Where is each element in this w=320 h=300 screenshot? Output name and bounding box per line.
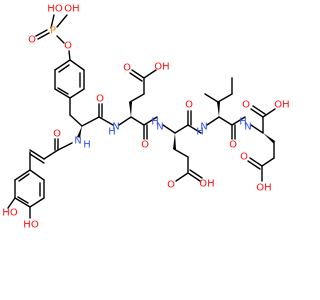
bond-glu1-ca-side-wedge [129,102,132,117]
ile-nh-h-label: H [196,127,204,138]
glu1-nh-h-label: H [108,127,116,138]
caffeoyl-o-label: O [53,129,61,140]
glu3-acid-oh-label: OH [274,100,289,111]
glu2-side-oh-label: OH [199,179,214,190]
glu3-n-label: N [244,122,251,133]
bond-glu1-side-co-a [131,69,145,79]
caffeoyl-ho-label-1: HO [2,208,18,219]
phosphate-ho-label: HO [47,4,63,15]
bond-tyr-c-n [98,116,114,126]
glu2-n-label: N [156,122,163,133]
bond-ring1-inner-2 [57,87,69,95]
glu1-side-o-label: O [123,63,131,74]
bond-ring2-f [14,169,31,181]
bond-glu2-side-co-b [189,169,203,179]
bond-ile-n-ca [206,116,220,126]
bond-glu1-cooh-c [143,69,157,79]
bond-glu2-cooh-c [175,172,189,182]
tyr-n-label: N [74,136,81,147]
bond-glu3-side-co-b [247,160,261,170]
bond-ile-ca-side-wedge [217,102,220,117]
bond-p-o-double-a [35,29,48,37]
bond-glu1-c-n [143,116,158,126]
bond-ile-c-n [231,116,246,126]
bond-vinyl-b [29,153,45,164]
bond-glu1-ca-co [130,116,145,126]
tyr-amide-o-label: O [96,94,104,105]
glu3-side-oh-label: OH [256,183,271,194]
bond-o-ar [68,50,71,61]
bond-ring1-a [69,59,85,71]
bond-p-oh-right [56,14,68,28]
bond-ile-cb-me [204,93,219,103]
bond-p-oh-top [50,14,55,29]
bond-glu3-n-ca [250,124,264,134]
bond-ring1-f [54,59,71,71]
bond-ch2-calpha [69,114,83,127]
bond-ring2-inner-3 [18,173,30,182]
bond-calpha-n-wedge [77,126,82,138]
bond-ile-ca-co [218,116,233,126]
phosphate-p-label: P [50,26,56,37]
bond-ring2-inner-2 [17,196,29,204]
bond-ring2-c [29,197,45,208]
phosphate-o-double-label: O [28,35,36,46]
bond-glu2-ch2a [173,148,189,158]
bond-ring2-d [14,197,31,208]
bond-ring1-d [54,88,71,99]
bond-glu3-acid-o-b [252,105,266,115]
bond-glu2-ca-co [174,124,189,134]
bond-n-caff-c [57,142,73,151]
bond-ring1-inner-3 [58,64,70,73]
phosphate-o-ester-label: O [64,41,72,52]
molecule-structure-diagram: HO P OH O O O HO HO N H O N H O OH O N H… [2,4,289,231]
bond-p-o-double-b [37,32,50,40]
bond-glu1-side-co-b [129,72,143,82]
bond-ring1-c [69,88,85,99]
bond-caff-c-vinyl1 [43,149,59,160]
glu1-n-label: N [112,122,119,133]
bond-p-o-ester [56,35,65,44]
atom-labels: HO P OH O O O HO HO N H O N H O OH O N H… [2,4,289,231]
glu2-side-o-label: O [167,180,175,191]
bond-ring2-oh1 [7,197,16,209]
bond-ring2-a [29,169,45,181]
bond-glu3-ch2b [261,157,275,167]
bond-glu2-n-ca [162,124,176,134]
bond-glu3-ca-side-wedge [263,133,275,144]
bond-glu2-side-co-a [187,172,201,182]
bond-glu2-ca-side-wedge [173,133,176,149]
bond-ile-cb-cg [217,93,233,103]
ile-amide-o-label: O [229,140,237,151]
glu1-side-oh-label: OH [154,62,169,73]
caffeoyl-ho-label-2: HO [23,220,39,231]
glu2-amide-o-label: O [185,100,193,111]
bond-glu2-c-n [187,124,202,134]
bond-glu3-acid-o-a [250,108,264,118]
bonds [7,14,276,219]
glu2-nh-h-label: H [151,117,159,128]
bond-glu3-side-co-a [249,157,263,167]
bond-vinyl-a [29,149,45,160]
phosphate-oh-label: OH [64,4,79,15]
glu3-nh-h-label: H [239,117,247,128]
ile-n-label: N [200,122,207,133]
bond-glu3-acid-oh [262,108,276,118]
bond-glu1-n-ca [118,116,132,126]
glu3-acid-o-label: O [242,100,250,111]
bond-glu1-ch2a [129,93,145,103]
glu1-amide-o-label: O [141,140,149,151]
bond-calpha-carbonyl [81,116,100,127]
glu3-side-o-label: O [240,152,248,163]
tyr-nh-h-label: H [83,140,91,151]
